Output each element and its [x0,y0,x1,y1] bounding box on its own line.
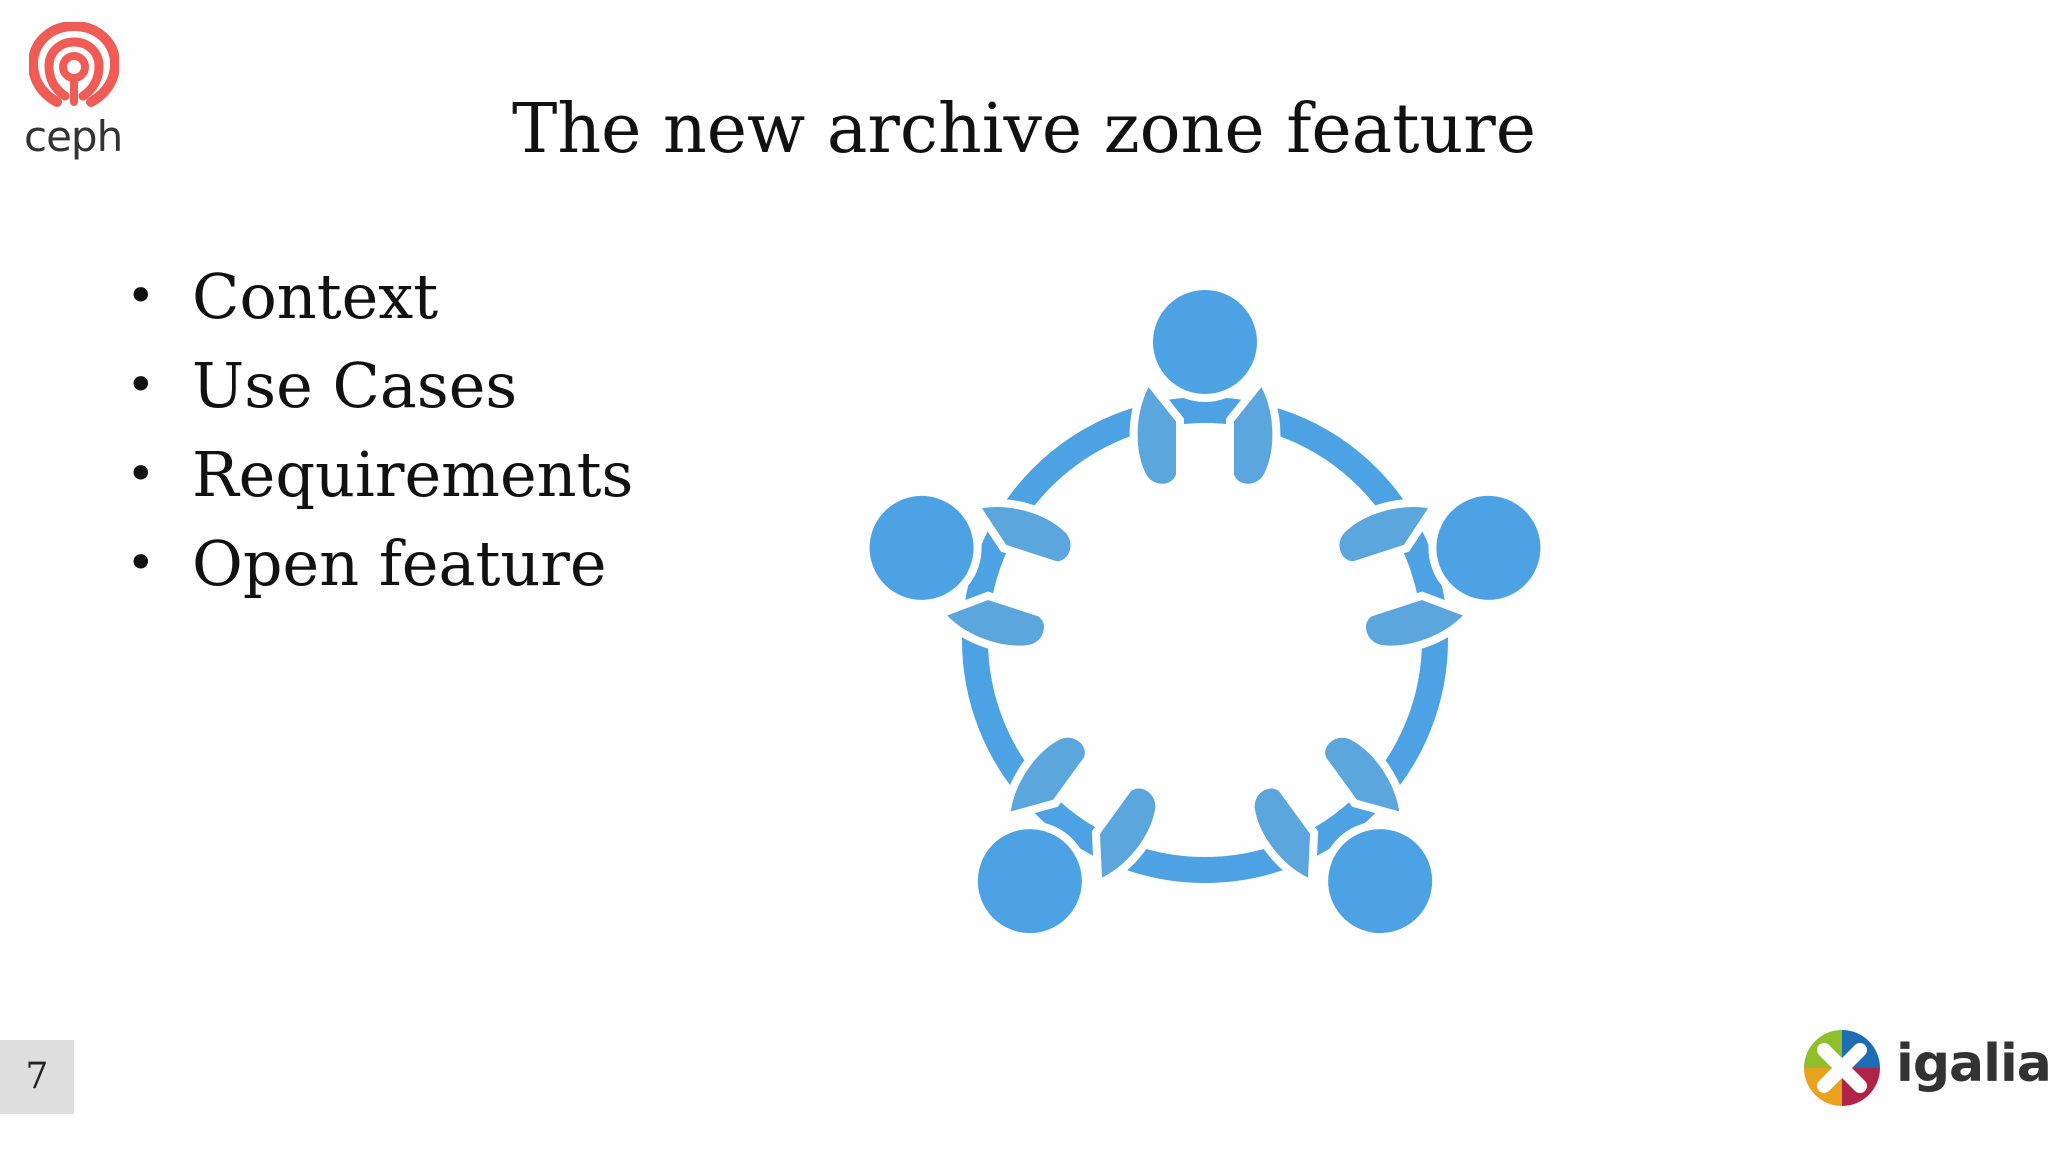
bullet-list: • Context • Use Cases • Requirements • O… [120,252,633,608]
ceph-octopus-icon [29,22,119,107]
bullet-item-context: • Context [120,252,633,341]
bullet-dot: • [126,267,156,325]
bullet-dot: • [126,445,156,503]
people-circle-teamwork-icon [861,282,1549,942]
igalia-logo: igalia [1800,1026,2048,1116]
bullet-dot: • [126,534,156,592]
people-circle-illustration [830,270,1590,990]
igalia-logo-text: igalia [1896,1034,2048,1094]
bullet-label: Requirements [192,438,634,511]
page-number: 7 [0,1040,74,1114]
bullet-item-open-feature: • Open feature [120,519,633,608]
bullet-label: Context [192,260,439,333]
bullet-item-use-cases: • Use Cases [120,341,633,430]
bullet-item-requirements: • Requirements [120,430,633,519]
bullet-dot: • [126,356,156,414]
slide-title: The new archive zone feature [511,90,1537,169]
ceph-logo-text: ceph [24,112,123,161]
bullet-label: Open feature [192,527,607,600]
bullet-label: Use Cases [192,349,518,422]
ceph-logo: ceph [22,22,132,162]
igalia-x-icon [1804,1030,1880,1106]
